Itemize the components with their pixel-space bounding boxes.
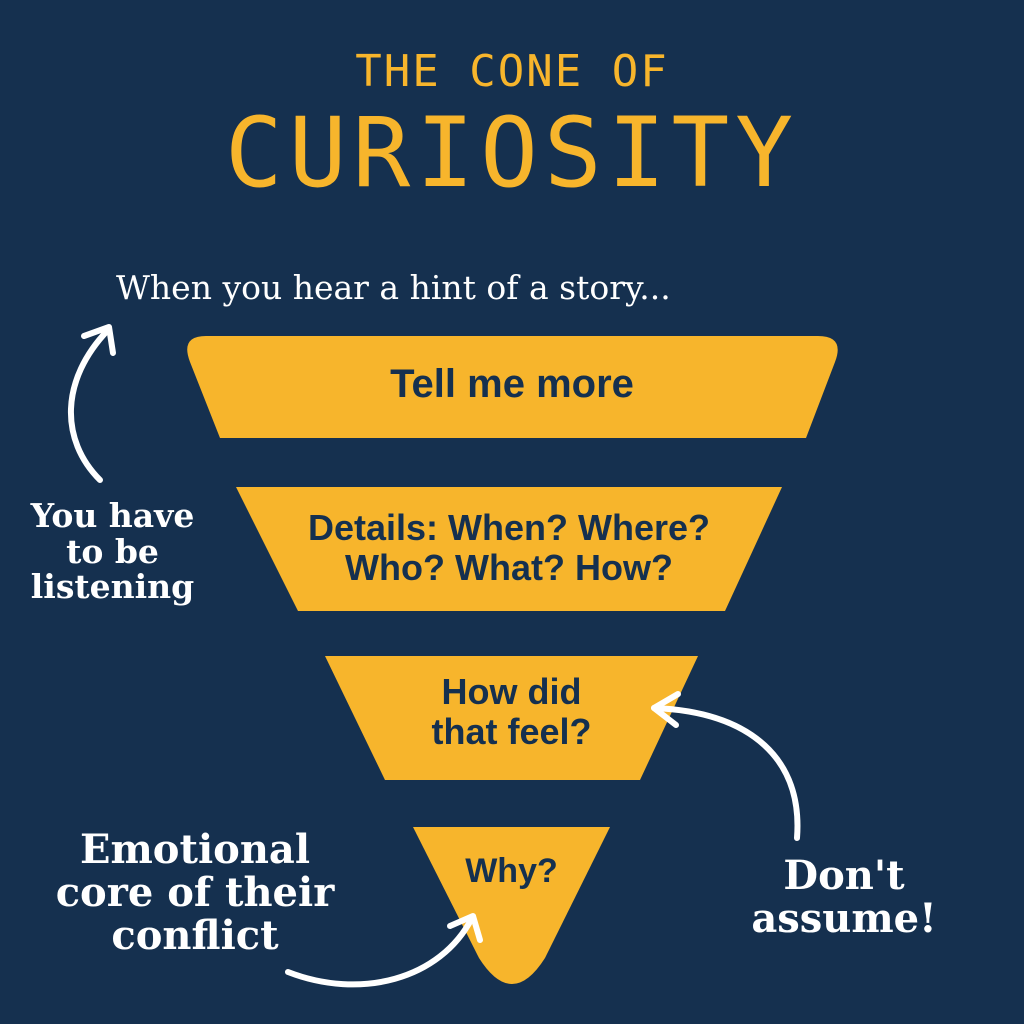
emotional-core-note: Emotional core of their conflict bbox=[40, 828, 350, 958]
emotional-line-3: conflict bbox=[111, 912, 279, 960]
tier-1-label: Tell me more bbox=[206, 362, 818, 407]
listening-line-1: You have bbox=[30, 496, 195, 535]
curved-arrow-up-icon bbox=[68, 324, 116, 483]
assume-line-2: assume! bbox=[751, 895, 937, 943]
title-line-1: THE CONE OF bbox=[355, 46, 669, 97]
listening-line-2: to be bbox=[66, 531, 159, 571]
tier-4-shape bbox=[413, 827, 610, 984]
tier-2-shape bbox=[236, 487, 782, 611]
tier-1-text: Tell me more bbox=[390, 362, 634, 406]
tier-3-line-2: that feel? bbox=[431, 711, 592, 753]
emotional-line-2: core of their bbox=[55, 869, 335, 917]
tier-3-line-1: How did bbox=[441, 671, 582, 712]
tier-4-text: Why? bbox=[465, 852, 558, 890]
listening-line-3: listening bbox=[30, 567, 195, 607]
tier-3-label: How did that feel? bbox=[325, 671, 698, 753]
tier-2-line-2: Who? What? How? bbox=[345, 547, 673, 589]
emotional-line-1: Emotional bbox=[79, 826, 311, 873]
dont-assume-note: Don't assume! bbox=[735, 852, 953, 943]
listening-note: You have to be listening bbox=[10, 498, 215, 605]
assume-line-1: Don't bbox=[783, 852, 905, 899]
tier-2-line-1: Details: When? Where? bbox=[307, 507, 711, 548]
tier-4-label: Why? bbox=[413, 852, 610, 890]
tier-3-shape bbox=[325, 656, 698, 780]
curved-arrow-right-icon bbox=[285, 913, 483, 988]
title-line-2: CURIOSITY bbox=[224, 97, 800, 209]
tier-1-shape bbox=[187, 336, 838, 438]
tier-2-label: Details: When? Where? Who? What? How? bbox=[236, 507, 782, 589]
intro-text: When you hear a hint of a story... bbox=[116, 268, 671, 307]
curved-arrow-left-icon bbox=[651, 691, 801, 841]
